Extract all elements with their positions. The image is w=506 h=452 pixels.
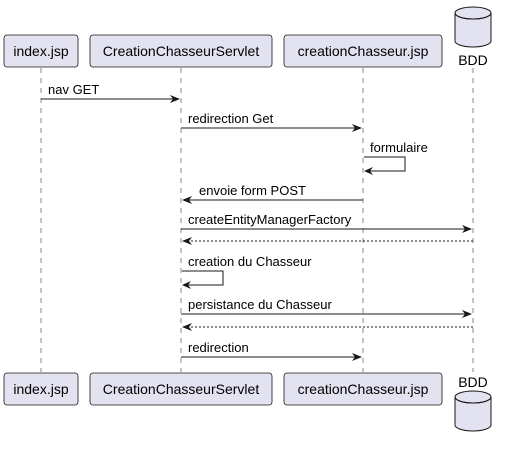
arrowhead <box>170 95 180 103</box>
arrowhead <box>182 281 191 289</box>
arrowhead <box>352 353 362 361</box>
arrowhead <box>182 196 192 204</box>
message-4: envoie form POST <box>182 183 363 204</box>
participants-bottom: index.jsp CreationChasseurServlet creation… <box>3 372 492 432</box>
message-label: envoie form POST <box>199 183 306 198</box>
participant-box-index <box>3 34 79 68</box>
participants-top: index.jsp CreationChasseurServlet creation… <box>3 6 492 68</box>
database-icon <box>454 390 492 432</box>
participant-label-index: index.jsp <box>13 43 68 59</box>
message-label: persistance du Chasseur <box>188 297 332 312</box>
arrowhead <box>182 323 192 331</box>
self-message-line <box>182 270 224 286</box>
database-icon <box>454 6 492 48</box>
message-label: formulaire <box>370 140 428 155</box>
message-1: nav GET <box>41 82 180 103</box>
self-message-line <box>364 156 406 172</box>
arrowhead <box>462 225 472 233</box>
message-10: redirection <box>181 340 362 361</box>
participant-box-jsp <box>283 372 443 406</box>
message-label: redirection <box>188 340 249 355</box>
participant-box-index <box>3 372 79 406</box>
participant-box-jsp <box>283 34 443 68</box>
participant-label-bdd: BDD <box>458 374 488 390</box>
arrowhead <box>182 237 192 245</box>
arrowhead <box>352 124 362 132</box>
message-5: createEntityManagerFactory <box>181 212 472 233</box>
participant-box-servlet <box>89 34 273 68</box>
message-3: formulaire <box>364 140 428 175</box>
message-8: persistance du Chasseur <box>181 297 472 318</box>
participant-label-jsp: creationChasseur.jsp <box>298 381 429 397</box>
messages: nav GET redirection Get formulaire envoie f… <box>41 82 473 361</box>
message-6 <box>182 237 473 245</box>
arrowhead <box>462 310 472 318</box>
message-label: creation du Chasseur <box>188 254 312 269</box>
participant-label-servlet: CreationChasseurServlet <box>103 43 260 59</box>
message-label: nav GET <box>48 82 99 97</box>
message-7: creation du Chasseur <box>182 254 312 289</box>
arrowhead <box>364 167 373 175</box>
message-label: redirection Get <box>188 111 274 126</box>
participant-label-bdd: BDD <box>458 52 488 68</box>
lifelines <box>40 68 474 372</box>
message-2: redirection Get <box>181 111 362 132</box>
participant-label-servlet: CreationChasseurServlet <box>103 381 260 397</box>
participant-box-servlet <box>89 372 273 406</box>
participant-label-index: index.jsp <box>13 381 68 397</box>
participant-label-jsp: creationChasseur.jsp <box>298 43 429 59</box>
message-label: createEntityManagerFactory <box>188 212 352 227</box>
message-9 <box>182 323 473 331</box>
